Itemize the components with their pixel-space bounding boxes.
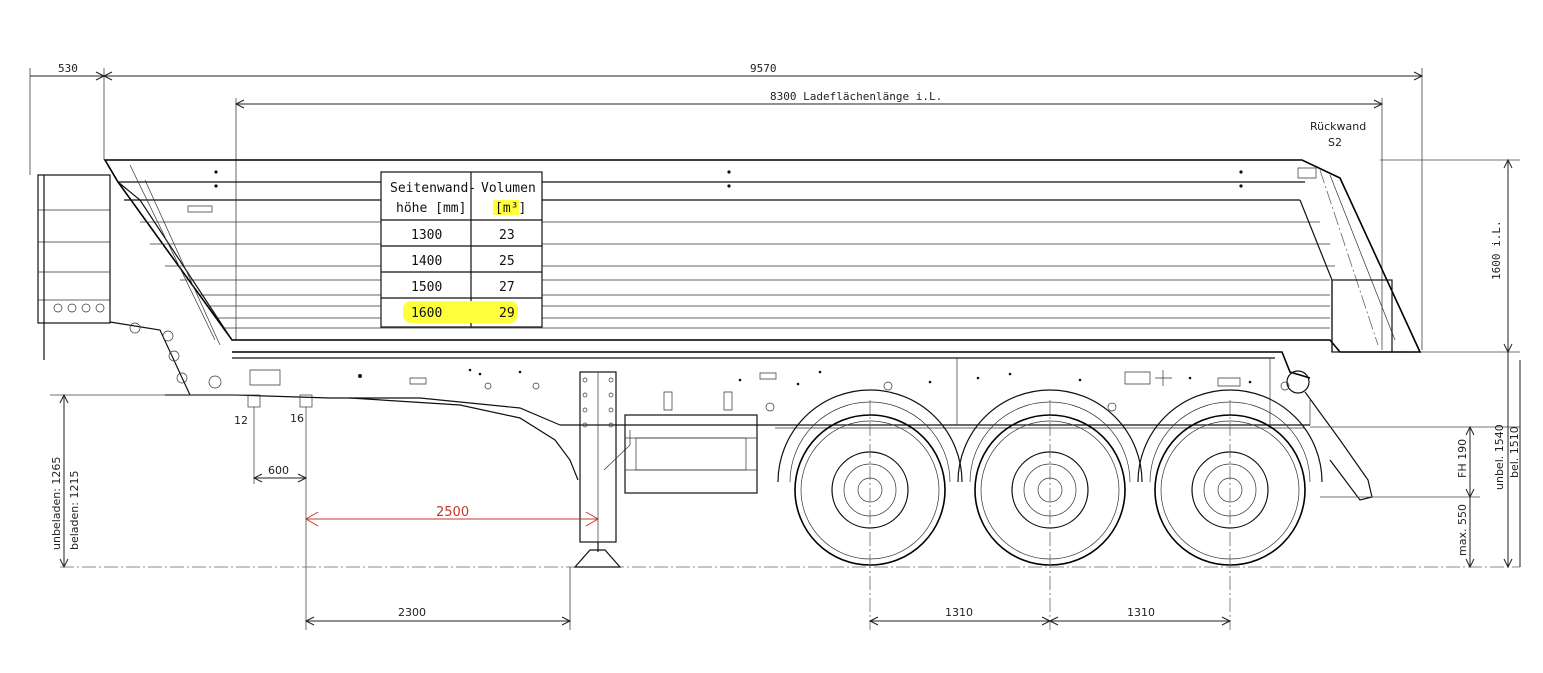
front-ladder: [37, 174, 222, 396]
kingpins: [247, 394, 313, 630]
axle-spacing-dimension: [868, 616, 1232, 626]
rear-underride: [1286, 352, 1521, 569]
table-header-volume-1: Volumen: [481, 181, 536, 196]
dim-load-length: 8300 Ladeflächenlänge i.L.: [770, 90, 942, 103]
dim-underride-fh: FH 190: [1456, 439, 1469, 478]
dim-loaded-left: beladen: 1215: [68, 471, 81, 550]
table-header-volume-2: [m³]: [495, 201, 526, 216]
dim-rear-loaded: bel. 1510: [1508, 426, 1521, 478]
table-height-cell: 1600: [411, 306, 442, 321]
dim-axle-spacing-2: 1310: [1127, 606, 1155, 619]
toolbox: [624, 391, 758, 494]
dim-kingpin-a: 12: [234, 414, 248, 427]
table-volume-cell: 27: [499, 280, 515, 295]
dim-offset-600: 600: [268, 464, 289, 477]
table-height-cell: 1500: [411, 280, 442, 295]
table-height-cell: 1400: [411, 254, 442, 269]
table-volume-cell: 23: [499, 228, 515, 243]
dim-rear-unloaded: unbel. 1540: [1493, 424, 1506, 490]
dim-landing-gear-distance: 2300: [398, 606, 426, 619]
top-dimension-lines: [29, 68, 1424, 350]
table-header-height-1: Seitenwand-: [390, 181, 476, 196]
tipper-body: [103, 159, 1422, 353]
table-height-cell: 1300: [411, 228, 442, 243]
landing-gear: [573, 371, 631, 568]
dim-side-height: 1600 i.L.: [1490, 220, 1503, 280]
body-rivets: [214, 170, 1243, 188]
label-rear-wall: Rückwand: [1310, 120, 1366, 133]
dim-front-overhang: 530: [58, 62, 78, 75]
axle-centerlines: [869, 400, 1231, 630]
highlight-unit: [493, 200, 519, 215]
highlight-row: [403, 301, 518, 323]
offset-dimension: [252, 473, 308, 483]
dim-axle-spacing-1: 1310: [945, 606, 973, 619]
table-volume-cell: 25: [499, 254, 515, 269]
volume-table: [380, 171, 543, 328]
reach-dimension: [305, 511, 599, 527]
chassis-frame: [165, 351, 1311, 481]
dim-underride-max: max. 550: [1456, 504, 1469, 556]
label-rear-wall-type: S2: [1328, 136, 1342, 149]
table-volume-cell: 29: [499, 306, 515, 321]
dim-unloaded-left: unbeladen: 1265: [50, 457, 63, 550]
dim-kingpin-b: 16: [290, 412, 304, 425]
dim-landing-gear-reach: 2500: [436, 505, 469, 520]
chassis-holes: [358, 368, 1290, 412]
table-header-height-2: höhe [mm]: [396, 201, 466, 216]
dim-overall-length: 9570: [750, 62, 777, 75]
landing-gear-distance: [304, 567, 572, 630]
